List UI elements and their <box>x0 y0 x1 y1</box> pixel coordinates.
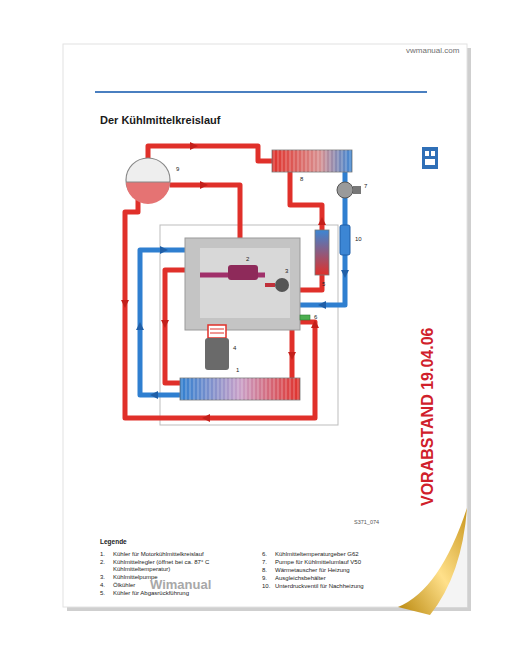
callout-number: 5 <box>322 281 325 288</box>
page-curl <box>398 508 467 615</box>
callout-number: 4 <box>233 345 236 352</box>
legend-number: 4. <box>100 582 105 589</box>
legend-number: 7. <box>262 559 267 566</box>
callout-number: 7 <box>364 183 367 190</box>
header-rule <box>95 91 427 93</box>
flow-arrows <box>121 142 326 422</box>
callout-number: 1 <box>236 367 239 374</box>
legend-text: Kühlmittelpumpe <box>113 574 158 581</box>
coolant-pump <box>275 278 289 292</box>
callout-number: 6 <box>314 314 317 321</box>
hot-pipes <box>125 146 322 418</box>
legend-number: 1. <box>100 551 105 558</box>
radiator <box>180 378 300 400</box>
page-sheet <box>63 44 467 607</box>
draft-stamp: VORABSTAND 19.04.06 <box>419 328 437 506</box>
temperature-sensor <box>300 315 310 320</box>
egr-cooler <box>315 230 329 275</box>
callout-number: 8 <box>300 176 303 183</box>
figure-code: S371_074 <box>354 519 379 525</box>
watermark: vwmanual.com <box>406 46 459 55</box>
heater-core <box>272 150 352 172</box>
legend-number: 9. <box>262 575 267 582</box>
legend-heading: Legende <box>100 538 127 545</box>
callout-number: 9 <box>176 166 179 173</box>
circulation-pump <box>337 182 361 198</box>
legend-number: 3. <box>100 574 105 581</box>
legend-number: 2. <box>100 559 105 566</box>
legend-text: Unterdruckventil für Nachheizung <box>275 583 364 590</box>
legend-text: Kühlmitteltemperaturgeber G62 <box>275 551 359 558</box>
legend-number: 5. <box>100 590 105 597</box>
engine-block <box>185 238 300 330</box>
legend-number: 10. <box>262 583 270 590</box>
tab-icon <box>422 147 438 169</box>
frame-line <box>160 225 338 425</box>
oil-cooler <box>205 325 229 370</box>
legend-text: Pumpe für Kühlmittelumlauf V50 <box>275 559 361 566</box>
legend-text: Wärmetauscher für Heizung <box>275 567 350 574</box>
thermostat <box>228 265 258 280</box>
callout-number: 2 <box>246 256 249 263</box>
legend-text: Ölkühler <box>113 582 135 589</box>
callout-number: 10 <box>355 236 362 243</box>
expansion-tank <box>126 158 170 204</box>
legend-number: 6. <box>262 551 267 558</box>
legend-text: Ausgleichsbehälter <box>275 575 326 582</box>
legend-text: Kühler für Abgasrückführung <box>113 590 189 597</box>
legend-text: Kühlmittelregler (öffnet bei ca. 87° C K… <box>113 559 231 573</box>
cold-pipes <box>140 161 352 395</box>
callout-number: 3 <box>285 268 288 275</box>
legend-number: 8. <box>262 567 267 574</box>
page-title: Der Kühlmittelkreislauf <box>100 114 220 127</box>
vacuum-valve <box>340 225 350 255</box>
legend-text: Kühler für Motorkühlmittelkreislauf <box>113 551 204 558</box>
